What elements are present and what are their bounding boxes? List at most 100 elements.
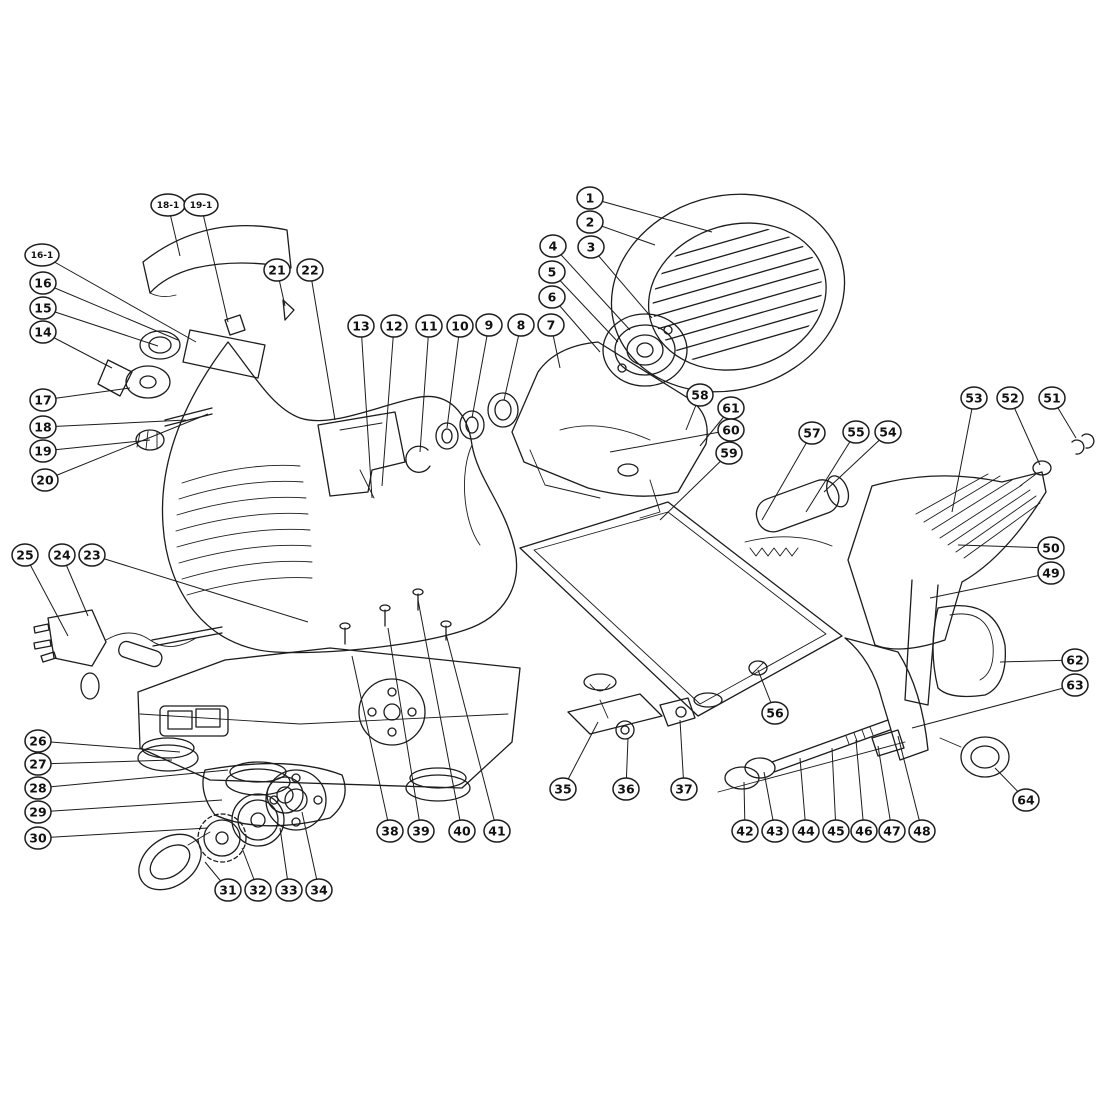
callout-balloon <box>275 878 303 902</box>
callout-balloon <box>717 418 745 442</box>
callout-number: 35 <box>554 782 571 797</box>
callout-number: 4 <box>549 239 558 254</box>
callout-number: 16-1 <box>31 251 54 261</box>
leader-line <box>37 740 181 753</box>
carriage-tray <box>519 501 843 717</box>
callout-number: 8 <box>517 318 526 333</box>
leader-line <box>37 759 173 765</box>
callout-number: 58 <box>691 388 708 403</box>
callout-27: 27 <box>24 752 173 776</box>
callout-59: 59 <box>659 441 743 521</box>
callout-50: 50 <box>957 536 1065 560</box>
callout-balloon <box>576 210 604 234</box>
fence-plates <box>567 693 696 740</box>
leader-line <box>823 431 889 493</box>
callout-number: 29 <box>29 805 46 820</box>
callout-54: 54 <box>823 420 902 493</box>
callout-balloon <box>407 819 435 843</box>
callout-number: 17 <box>34 393 51 408</box>
leader-line <box>805 431 857 513</box>
callout-20: 20 <box>31 413 209 492</box>
callout-number: 31 <box>219 883 236 898</box>
callout-1: 1 <box>576 186 713 233</box>
leader-line <box>42 387 131 401</box>
leader-line <box>761 432 813 521</box>
callout-47: 47 <box>877 745 906 843</box>
leader-line <box>37 769 229 789</box>
callout-balloon <box>1061 673 1089 697</box>
callout-57: 57 <box>761 421 826 521</box>
leader-line <box>37 799 223 813</box>
callout-18: 18 <box>29 415 187 439</box>
callout-41: 41 <box>445 633 511 843</box>
callout-number: 3 <box>587 240 596 255</box>
callout-balloon <box>761 701 789 725</box>
callout-52: 52 <box>996 386 1041 466</box>
callout-number: 42 <box>736 824 753 839</box>
callout-balloon <box>24 800 52 824</box>
callout-number: 15 <box>34 301 51 316</box>
callout-balloon <box>761 819 789 843</box>
callout-balloon <box>822 819 850 843</box>
handle <box>844 604 1010 778</box>
leader-line <box>590 246 653 319</box>
callout-51: 51 <box>1038 386 1077 439</box>
artwork <box>33 193 1095 891</box>
callout-balloon <box>475 313 503 337</box>
leader-line <box>799 757 807 832</box>
callout-3: 3 <box>577 235 653 319</box>
callout-number: 22 <box>301 263 318 278</box>
callout-number: 11 <box>420 319 437 334</box>
callout-balloon <box>850 819 878 843</box>
leader-line <box>951 397 975 513</box>
callout-balloon <box>214 878 242 902</box>
callout-balloon <box>686 383 714 407</box>
callout-56: 56 <box>757 669 789 725</box>
callout-balloon <box>908 819 936 843</box>
callout-balloon <box>29 320 57 344</box>
callout-balloon <box>11 543 39 567</box>
callout-10: 10 <box>446 314 474 429</box>
callout-number: 39 <box>412 824 429 839</box>
callout-30: 30 <box>24 826 209 850</box>
callout-34: 34 <box>301 811 333 902</box>
callout-balloon <box>1038 386 1066 410</box>
callout-balloon <box>792 819 820 843</box>
motor-housing <box>511 341 708 519</box>
callout-balloon <box>715 441 743 465</box>
callout-balloon <box>670 777 698 801</box>
callout-16: 16 <box>29 271 179 341</box>
callout-number: 52 <box>1001 391 1018 406</box>
callout-balloon <box>507 313 535 337</box>
callout-number: 18 <box>34 420 51 435</box>
callout-number: 55 <box>847 425 864 440</box>
leg-assembly <box>717 719 906 793</box>
callout-balloon <box>798 421 826 445</box>
pusher-arm <box>744 475 850 557</box>
callout-balloon <box>347 314 375 338</box>
callout-24: 24 <box>48 543 89 617</box>
callout-37: 37 <box>670 719 698 801</box>
callout-balloon <box>29 415 57 439</box>
leader-line <box>957 544 1052 549</box>
callout-26: 26 <box>24 729 181 753</box>
leader-line <box>417 599 463 832</box>
callout-44: 44 <box>792 757 820 843</box>
washer-stack <box>405 392 519 473</box>
leader-line <box>91 554 309 623</box>
callout-46: 46 <box>850 739 878 843</box>
callout-number: 19 <box>34 444 51 459</box>
callout-balloon <box>296 258 324 282</box>
callout-number: 60 <box>722 423 740 438</box>
callout-balloon <box>29 388 57 412</box>
callout-7: 7 <box>537 313 565 369</box>
callout-number: 28 <box>29 781 46 796</box>
leader-line <box>42 419 187 428</box>
callout-number: 57 <box>803 426 820 441</box>
leader-line <box>360 325 373 499</box>
callout-balloon <box>24 826 52 850</box>
callout-number: 36 <box>617 782 635 797</box>
callout-23: 23 <box>78 543 309 623</box>
